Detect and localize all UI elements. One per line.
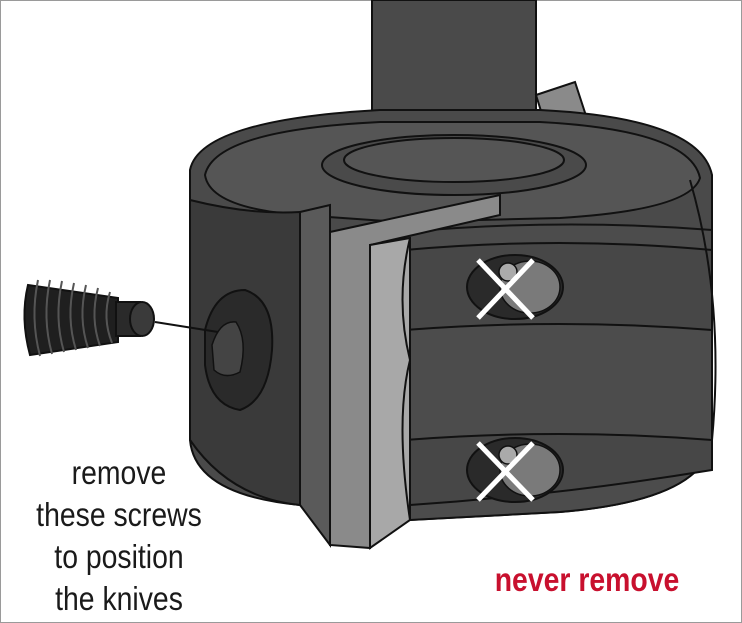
front-knife — [299, 193, 501, 550]
leader-line — [154, 321, 219, 333]
caption-line: the knives — [55, 580, 183, 617]
upper-screw-never-remove — [466, 254, 564, 320]
lower-screw-never-remove — [466, 437, 564, 503]
x-mark-icon — [476, 258, 535, 320]
set-screw — [23, 279, 219, 357]
remove-screws-caption: remove these screws to position the kniv… — [29, 452, 210, 620]
caption-line: these screws — [36, 496, 202, 533]
never-remove-caption: never remove — [494, 561, 680, 598]
x-mark-icon — [476, 441, 535, 502]
cutter-body — [189, 109, 717, 522]
caption-line: to position — [54, 538, 184, 575]
caption-line: remove — [71, 454, 167, 491]
